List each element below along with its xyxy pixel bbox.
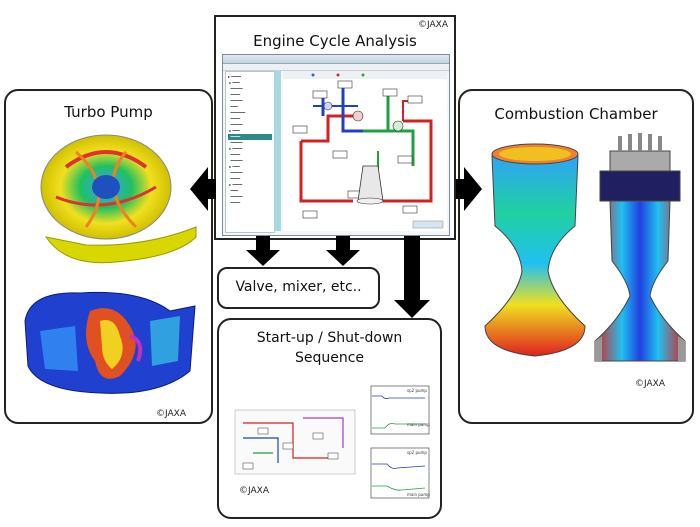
tree-item: ━━━━━ [228, 98, 243, 103]
tree-item: ▸ ━━━ [228, 164, 240, 169]
cycle-app-menubar [223, 64, 449, 71]
cycle-app-window: ▸ ━━━━ ▸ ━━━ ━━━━━ ━━━━ ━━━━━ ━━━ ━━━━━━… [222, 54, 450, 236]
tree-item: ▸ ━━━━ [228, 146, 243, 151]
sequence-title-line2: Sequence [294, 350, 365, 366]
engine-cycle-copyright: ©JAXA [418, 20, 448, 30]
combustion-chamber-copyright: ©JAXA [635, 379, 665, 389]
tree-item: ▸ ━━━━ [228, 182, 243, 187]
turbo-pump-casing-image [24, 291, 196, 394]
tree-item: ━━━ [228, 188, 238, 193]
sequence-plot-bottom [370, 447, 430, 499]
sequence-plot-bottom-legend-2: main pump [407, 492, 430, 497]
tree-item: ▸ ━━━ [228, 128, 240, 133]
tree-item: ━━━━ [228, 200, 241, 205]
combustion-chamber-title: Combustion Chamber [494, 105, 658, 123]
engine-cycle-diagram [283, 71, 447, 231]
turbo-pump-rotor-image [40, 134, 197, 264]
right-arrow [456, 167, 482, 211]
valve-mixer-label: Valve, mixer, etc.. [235, 279, 362, 295]
down-arrow-long [394, 236, 430, 318]
tree-item: ━━━━━ [228, 170, 243, 175]
sequence-plot-top-legend-1: sp2 pump [407, 388, 427, 393]
tree-item: ━━━━━━ [228, 110, 245, 115]
tree-item: ━━━━ [228, 92, 241, 97]
sequence-copyright: ©JAXA [239, 486, 269, 496]
tree-item: ━━━━━ [228, 158, 243, 163]
tree-item: ━━━━━ [228, 86, 243, 91]
combustion-chamber-image [484, 143, 586, 357]
tree-item: ▸ ━━━ [228, 80, 240, 85]
tree-item: ━━━━ [228, 134, 272, 140]
down-arrow-2 [326, 236, 360, 266]
left-arrow [190, 167, 216, 211]
cycle-app-titlebar [223, 55, 449, 64]
cycle-app-sidebar: ▸ ━━━━ ▸ ━━━ ━━━━━ ━━━━ ━━━━━ ━━━ ━━━━━━… [225, 71, 275, 233]
tree-item: ━━━━━ [228, 140, 243, 145]
tree-item: ━━━━ [228, 116, 241, 121]
turbo-pump-panel: Turbo Pump ©JAXA [4, 89, 213, 424]
cycle-app-cyan-strip [274, 71, 281, 231]
tree-item: ▸ ━━━━ [228, 74, 241, 79]
sequence-title-line1: Start-up / Shut-down [256, 330, 403, 346]
engine-cycle-panel: Engine Cycle Analysis ©JAXA ▸ ━━━━ ▸ ━━━… [214, 15, 456, 240]
combustion-injector-image [594, 133, 686, 362]
combustion-chamber-panel: Combustion Chamber [458, 89, 694, 424]
tree-item: ━━━━━ [228, 194, 243, 199]
engine-cycle-title: Engine Cycle Analysis [253, 32, 417, 50]
sequence-schematic [234, 409, 356, 475]
tree-item: ━━━━ [228, 152, 241, 157]
sequence-panel: Start-up / Shut-down Sequence sp2 pump m… [217, 318, 442, 519]
turbo-pump-title: Turbo Pump [64, 103, 153, 121]
tree-item: ━━━━ [228, 176, 241, 181]
sequence-plot-bottom-legend-1: sp2 pump [407, 450, 427, 455]
turbo-pump-copyright: ©JAXA [156, 409, 186, 419]
tree-item: ━━━ [228, 104, 238, 109]
sequence-plot-top [370, 385, 430, 435]
sequence-plot-top-legend-2: main pump [407, 422, 430, 427]
valve-mixer-box: Valve, mixer, etc.. [217, 267, 380, 309]
tree-item: ━━━━━ [228, 122, 243, 127]
down-arrow-1 [246, 236, 280, 266]
